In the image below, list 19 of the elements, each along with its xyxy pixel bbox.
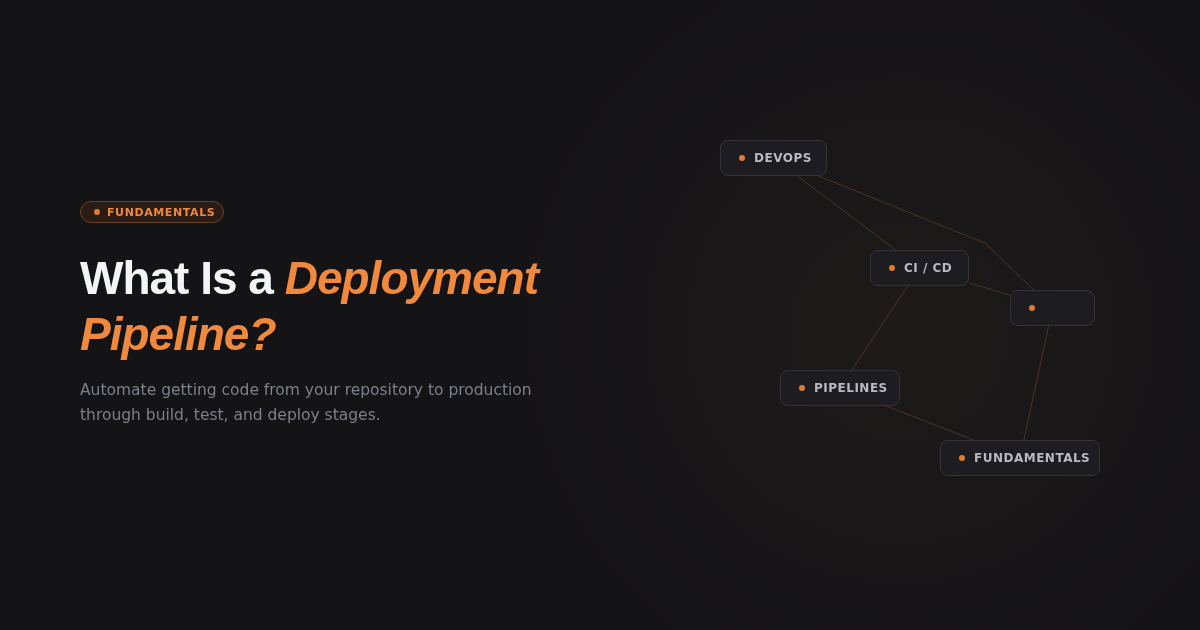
category-label: FUNDAMENTALS [107,205,216,219]
connector-line [885,405,975,441]
connector-line [968,282,1011,296]
connector-line [817,175,1035,291]
headline: What Is a Deployment Pipeline? [80,250,600,362]
connector-line [796,175,897,251]
topic-label: PIPELINES [814,381,888,395]
connector-line [851,285,909,371]
topic-label: CI / CD [904,261,953,275]
topic-chip [780,370,900,406]
category-tag [80,201,224,223]
topic-label: DEVOPS [754,151,812,165]
connector-line [1023,325,1050,441]
topic-label: FUNDAMENTALS [974,451,1091,465]
topic-chip [870,250,969,286]
topic-chip [1010,290,1095,326]
topic-chip [720,140,827,176]
topic-chip [940,440,1100,476]
subtitle-text: Automate getting code from your repository to production through build, test, and deploy stages. [80,380,533,426]
